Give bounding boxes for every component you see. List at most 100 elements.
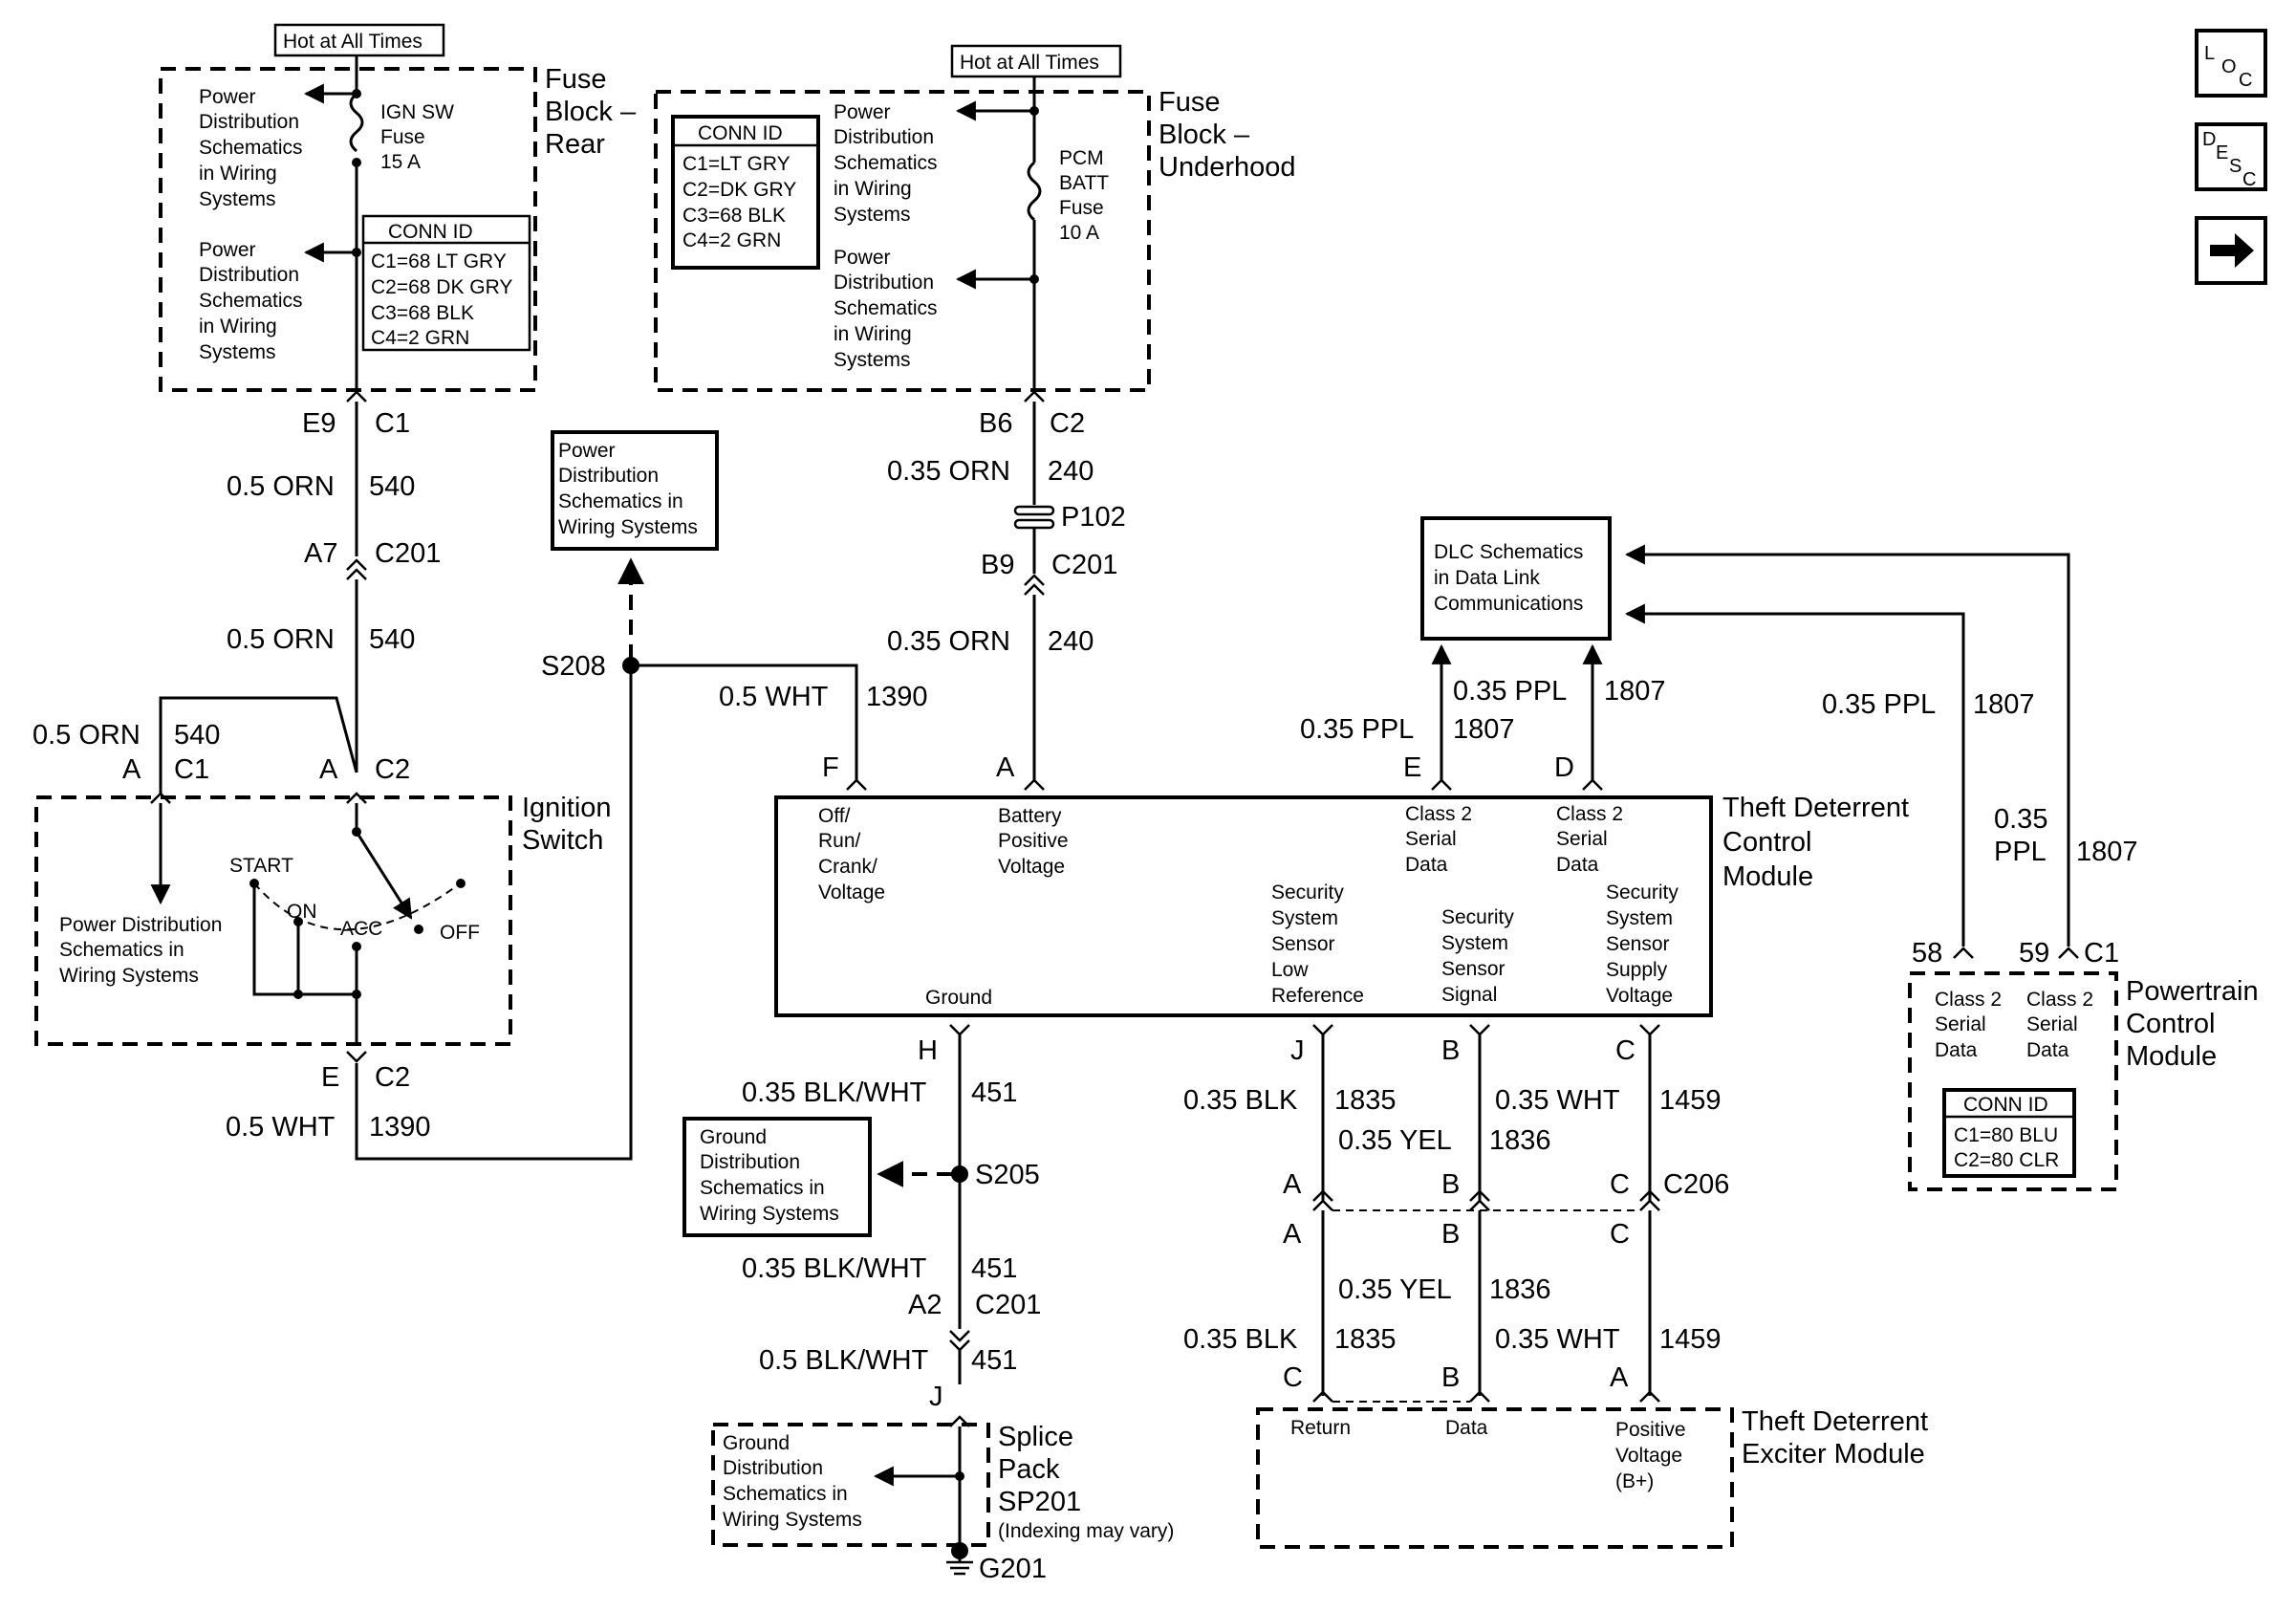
schematic-label: 59 xyxy=(2019,938,2049,969)
schematic-label: Ignition xyxy=(522,793,612,823)
next-button[interactable] xyxy=(2195,216,2267,285)
schematic-label: CONN ID xyxy=(388,221,473,243)
schematic-label: 0.5 WHT xyxy=(719,682,829,712)
ground-distribution-ref-box[interactable]: Ground Distribution Schematics in Wiring… xyxy=(682,1117,872,1237)
schematic-label: Ground xyxy=(925,987,992,1009)
schematic-label: 0.35 ORN xyxy=(887,626,1010,657)
schematic-label: Security xyxy=(1271,882,1344,903)
schematic-label: Wiring Systems xyxy=(558,516,698,538)
schematic-label: Serial xyxy=(1935,1013,1986,1035)
loc-button[interactable]: L O C xyxy=(2195,29,2267,98)
schematic-label: Fuse xyxy=(545,64,606,95)
schematic-label: Distribution xyxy=(199,264,299,286)
schematic-label: Positive xyxy=(998,830,1069,852)
connector-c206 xyxy=(1312,1189,1660,1211)
schematic-label: in Wiring xyxy=(199,163,277,185)
schematic-label: 0.5 ORN xyxy=(227,624,335,655)
schematic-label: Wiring Systems xyxy=(700,1203,839,1225)
schematic-label: Systems xyxy=(199,341,276,363)
schematic-label: 0.35 YEL xyxy=(1338,1125,1452,1156)
theft-deterrent-exciter-module: Theft Deterrent Exciter Module Return Da… xyxy=(1256,1406,1928,1549)
schematic-label: in Wiring xyxy=(834,178,912,200)
schematic-label: Ground xyxy=(700,1126,767,1148)
powertrain-control-module: 58 59 C1 Powertrain Control Module Class… xyxy=(1908,938,2259,1191)
schematic-label: 0.5 WHT xyxy=(226,1112,336,1143)
schematic-label: DLC Schematics xyxy=(1434,541,1583,563)
schematic-label: C1=80 BLU xyxy=(1954,1124,2058,1146)
schematic-label: 0.35 BLK xyxy=(1183,1085,1298,1116)
schematic-label: C xyxy=(2242,169,2256,190)
schematic-label: PCM xyxy=(1059,147,1104,169)
ground-symbol-icon xyxy=(946,1551,973,1576)
schematic-label: Exciter Module xyxy=(1742,1439,1925,1469)
schematic-label: Power xyxy=(834,101,891,123)
schematic-label: 0.35 BLK/WHT xyxy=(742,1078,927,1108)
schematic-label: C1=68 LT GRY xyxy=(371,250,507,272)
schematic-label: PPL xyxy=(1994,837,2047,867)
desc-button[interactable]: D E S C xyxy=(2195,122,2267,191)
dlc-schematics-ref-box[interactable]: DLC Schematics in Data Link Communicatio… xyxy=(1420,516,1612,641)
schematic-label: Class 2 xyxy=(1405,803,1472,825)
schematic-label: System xyxy=(1606,907,1673,929)
schematic-label: C xyxy=(1610,1219,1630,1250)
schematic-label: 451 xyxy=(971,1345,1017,1376)
schematic-label: A xyxy=(319,754,338,785)
schematic-label: 0.5 ORN xyxy=(227,471,335,502)
schematic-label: B xyxy=(1441,1219,1460,1250)
schematic-label: 0.35 PPL xyxy=(1822,689,1936,720)
schematic-label: Data xyxy=(2026,1039,2069,1061)
schematic-label: P102 xyxy=(1061,502,1126,533)
schematic-label: SP201 xyxy=(998,1487,1081,1517)
schematic-label: 1836 xyxy=(1489,1125,1551,1156)
schematic-label: CONN ID xyxy=(698,122,783,144)
fuse-block-rear: Hot at All Times Fuse Block – Rear Power… xyxy=(159,23,637,439)
schematic-label: OFF xyxy=(440,922,480,944)
schematic-label: J xyxy=(929,1382,943,1412)
schematic-label: C201 xyxy=(975,1290,1041,1320)
schematic-label: C1 xyxy=(2084,938,2119,969)
schematic-label: Control xyxy=(2126,1009,2216,1039)
schematic-label: 0.35 BLK/WHT xyxy=(742,1253,927,1284)
schematic-label: C2=80 CLR xyxy=(1954,1149,2059,1171)
schematic-label: Schematics in xyxy=(558,490,683,512)
schematic-label: C xyxy=(2239,70,2252,91)
schematic-label: 240 xyxy=(1048,456,1094,487)
schematic-label: Fuse xyxy=(1159,87,1220,118)
schematic-label: Power Distribution xyxy=(59,914,222,936)
schematic-label: Voltage xyxy=(1606,985,1673,1007)
schematic-label: Data xyxy=(1445,1417,1488,1439)
schematic-label: 0.5 BLK/WHT xyxy=(759,1345,929,1376)
schematic-label: (B+) xyxy=(1615,1470,1654,1492)
schematic-label: Distribution xyxy=(834,126,934,148)
schematic-label: 1390 xyxy=(369,1112,431,1143)
schematic-label: Control xyxy=(1722,827,1812,858)
schematic-label: C2=68 DK GRY xyxy=(371,276,512,298)
schematic-label: Sensor xyxy=(1271,933,1335,955)
power-distribution-ref-box[interactable]: Power Distribution Schematics in Wiring … xyxy=(551,430,719,551)
schematic-label: E xyxy=(2216,142,2228,163)
schematic-label: C2 xyxy=(375,754,410,785)
schematic-label: Off/ xyxy=(818,805,851,827)
schematic-label: 0.5 ORN xyxy=(32,720,141,751)
schematic-label: Communications xyxy=(1434,593,1583,615)
schematic-label: Underhood xyxy=(1159,152,1296,183)
schematic-label: Theft Deterrent xyxy=(1722,793,1909,823)
schematic-label: Schematics in xyxy=(59,939,184,961)
schematic-label: 0.35 WHT xyxy=(1495,1085,1620,1116)
schematic-label: B xyxy=(1441,1362,1460,1393)
schematic-label: in Wiring xyxy=(834,323,912,345)
schematic-label: 0.35 YEL xyxy=(1338,1274,1452,1305)
schematic-label: 0.35 WHT xyxy=(1495,1324,1620,1355)
schematic-label: Block – xyxy=(545,97,637,127)
schematic-label: Security xyxy=(1606,882,1679,903)
schematic-label: Signal xyxy=(1441,984,1497,1006)
schematic-label: 0.35 PPL xyxy=(1300,714,1414,745)
schematic-label: 0.35 PPL xyxy=(1453,676,1567,707)
schematic-label: Voltage xyxy=(1615,1445,1682,1467)
right-arrow-icon xyxy=(2210,233,2254,268)
schematic-label: Module xyxy=(1722,861,1813,892)
schematic-label: 1836 xyxy=(1489,1274,1551,1305)
schematic-label: Serial xyxy=(1405,828,1457,850)
schematic-label: C3=68 BLK xyxy=(682,205,786,227)
